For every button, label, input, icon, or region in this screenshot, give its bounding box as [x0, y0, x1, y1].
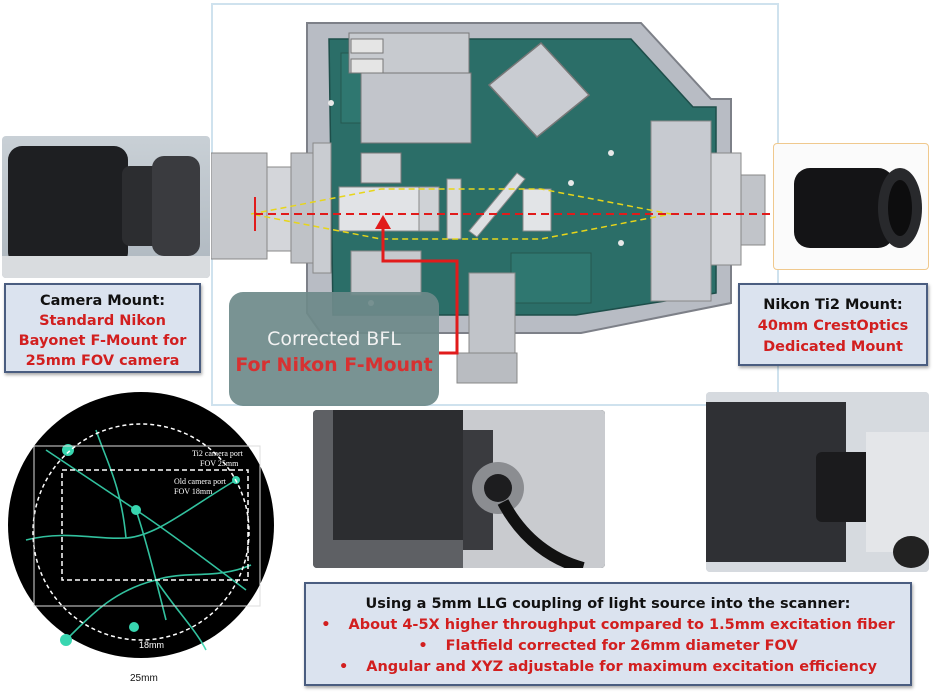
- llg-bullet-3-text: Angular and XYZ adjustable for maximum e…: [366, 659, 878, 675]
- llg-description-box: Using a 5mm LLG coupling of light source…: [304, 582, 912, 686]
- camera-photo: [2, 136, 210, 278]
- fov-18mm-label: 18mm: [139, 640, 164, 650]
- fov-old-label: Old camera port: [174, 477, 227, 486]
- llg-port-photo: [313, 410, 605, 568]
- nikon-mount-line-2: Dedicated Mount: [763, 339, 903, 355]
- llg-bullet-2-text: Flatfield corrected for 26mm diameter FO…: [445, 638, 798, 654]
- bullet-dot: •: [321, 617, 331, 633]
- fov-25mm-circle: [32, 423, 250, 641]
- fov-old-fov-label: FOV 18mm: [174, 487, 213, 496]
- scanner-cad-drawing: [211, 22, 771, 384]
- fov-ti2-fov-label: FOV 25mm: [200, 459, 239, 468]
- bullet-dot: •: [338, 659, 349, 675]
- ti2-mount-photo: [773, 143, 929, 270]
- camera-mount-line-2: Bayonet F-Mount for: [18, 333, 187, 349]
- fov-old-rect: [61, 469, 249, 581]
- llg-bullet-3: • Angular and XYZ adjustable for maximum …: [306, 657, 910, 678]
- nikon-mount-line-1: 40mm CrestOptics: [757, 318, 909, 334]
- corrected-bfl-line-1: Corrected BFL: [267, 328, 401, 350]
- corrected-bfl-label: Corrected BFL For Nikon F-Mount: [229, 292, 439, 406]
- fov-25mm-label: 25mm: [130, 673, 158, 684]
- camera-mount-title: Camera Mount:: [39, 293, 166, 309]
- fov-ti2-rect: [33, 445, 261, 607]
- bullet-dot: •: [418, 638, 428, 654]
- llg-bullet-1-text: About 4-5X higher throughput compared to…: [348, 617, 895, 633]
- fov-ti2-label: Ti2 camera port: [192, 449, 244, 458]
- llg-bullet-1: • About 4-5X higher throughput compared t…: [306, 615, 910, 636]
- nikon-mount-callout: Nikon Ti2 Mount: 40mm CrestOptics Dedica…: [738, 283, 928, 366]
- ti2-installed-photo: [706, 392, 929, 572]
- camera-mount-callout: Camera Mount: Standard Nikon Bayonet F-M…: [4, 283, 201, 373]
- fov-comparison-image: Ti2 camera port FOV 25mm Old camera port…: [8, 392, 274, 684]
- llg-title: Using a 5mm LLG coupling of light source…: [365, 596, 851, 612]
- camera-mount-line-3: 25mm FOV camera: [25, 353, 180, 369]
- llg-bullet-2: • Flatfield corrected for 26mm diameter F…: [306, 636, 910, 657]
- corrected-bfl-line-2: For Nikon F-Mount: [235, 354, 433, 376]
- nikon-mount-title: Nikon Ti2 Mount:: [763, 297, 903, 313]
- camera-mount-line-1: Standard Nikon: [39, 313, 166, 329]
